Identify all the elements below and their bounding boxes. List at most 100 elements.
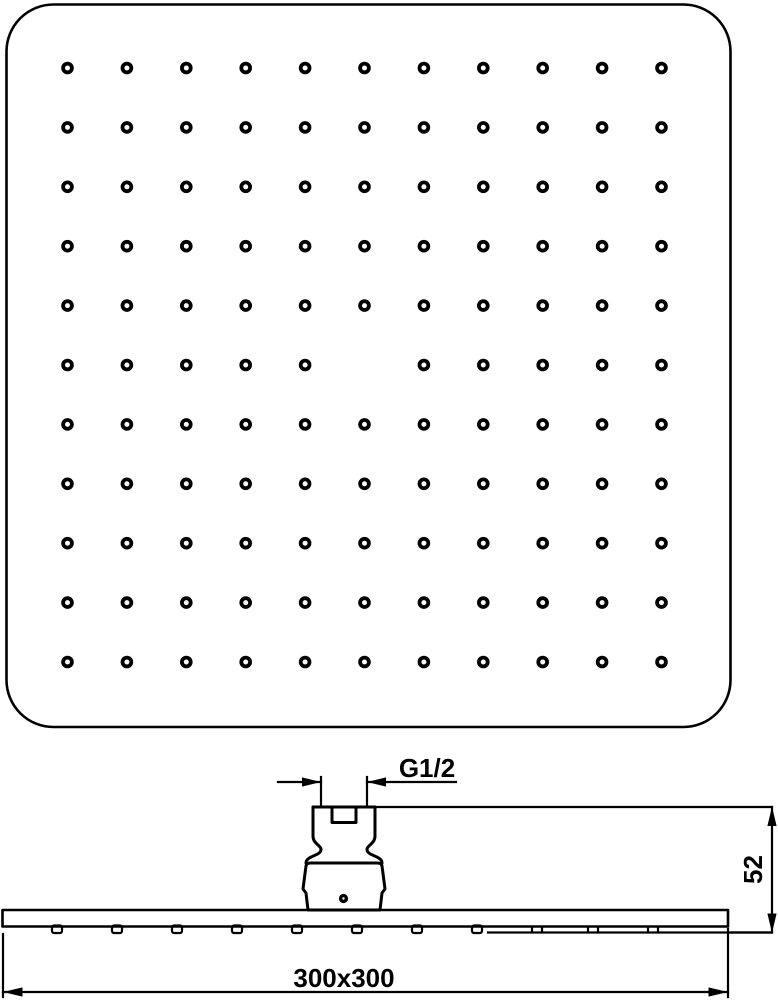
nozzle-hole-grid (61, 61, 668, 669)
nozzle-nub (290, 924, 304, 935)
nozzle-hole (536, 536, 549, 550)
nozzle-hole (61, 61, 74, 75)
nozzle-hole (536, 121, 549, 134)
arrowhead-right-icon (708, 987, 728, 997)
nozzle-hole (358, 418, 371, 431)
nozzle-hole (358, 596, 371, 609)
nozzle-hole (239, 655, 253, 669)
nozzle-hole (61, 418, 74, 431)
nozzle-hole (655, 121, 668, 134)
nozzle-hole (595, 596, 609, 609)
nozzle-hole (358, 655, 371, 669)
nozzle-hole (476, 299, 490, 312)
nozzle-hole (417, 239, 431, 253)
nozzle-hole (536, 477, 549, 491)
nozzle-hole (239, 239, 253, 253)
nozzle-hole (476, 596, 490, 609)
connector-right-side (365, 805, 384, 865)
nozzle-hole (298, 180, 312, 194)
nozzle-hole (476, 477, 490, 491)
arrowhead-up-icon (767, 806, 777, 826)
nozzle-hole (417, 61, 431, 75)
nozzle-nubs (50, 924, 660, 935)
thread-label: G1/2 (399, 753, 455, 783)
thread-dimension: G1/2 (276, 753, 458, 808)
arrowhead-down-icon (767, 913, 777, 933)
nozzle-hole (536, 180, 549, 194)
nozzle-hole (180, 655, 193, 669)
nozzle-hole (298, 418, 312, 431)
nozzle-hole (61, 536, 74, 550)
nozzle-hole (61, 180, 74, 194)
nozzle-hole (120, 655, 134, 669)
nozzle-nub (230, 924, 244, 935)
nozzle-hole (595, 358, 609, 372)
nozzle-hole (595, 477, 609, 491)
nozzle-hole (655, 418, 668, 431)
nozzle-hole (595, 299, 609, 312)
nozzle-hole (180, 61, 193, 75)
nozzle-hole (536, 61, 549, 75)
nozzle-hole (239, 536, 253, 550)
nozzle-hole (655, 655, 668, 669)
nozzle-hole (358, 61, 371, 75)
nozzle-hole (180, 477, 193, 491)
connector-left-side (304, 805, 323, 865)
head-plate (1, 908, 772, 935)
nozzle-hole (120, 418, 134, 431)
nozzle-hole (417, 358, 431, 372)
nozzle-hole (655, 536, 668, 550)
nozzle-hole (180, 239, 193, 253)
face-size-label: 300x300 (293, 963, 394, 993)
connector (301, 805, 387, 912)
height-label: 52 (738, 855, 768, 884)
nozzle-hole (298, 358, 312, 372)
nozzle-hole (417, 655, 431, 669)
nozzle-hole (180, 358, 193, 372)
connector-cone-body (301, 861, 387, 912)
nozzle-hole (655, 61, 668, 75)
nozzle-hole (595, 61, 609, 75)
nozzle-nub (110, 924, 124, 935)
nozzle-hole (595, 655, 609, 669)
nozzle-hole (536, 358, 549, 372)
nozzle-hole (476, 61, 490, 75)
nozzle-hole (655, 477, 668, 491)
arrowhead-right-icon (302, 777, 321, 787)
nozzle-hole (61, 655, 74, 669)
nozzle-nub (350, 924, 364, 935)
nozzle-hole (417, 596, 431, 609)
width-dimension: 300x300 (1, 927, 730, 999)
nozzle-hole (655, 358, 668, 372)
nozzle-hole (61, 477, 74, 491)
set-screw-center (342, 897, 345, 900)
nozzle-hole (298, 61, 312, 75)
nozzle-hole (298, 239, 312, 253)
nozzle-hole (417, 418, 431, 431)
nozzle-hole (358, 299, 371, 312)
nozzle-nub (470, 924, 484, 935)
nozzle-hole (655, 299, 668, 312)
nozzle-hole (180, 180, 193, 194)
nozzle-hole (476, 358, 490, 372)
arrowhead-left-icon (3, 987, 23, 997)
nozzle-hole (476, 418, 490, 431)
nozzle-hole (180, 299, 193, 312)
nozzle-hole (120, 239, 134, 253)
nozzle-hole (61, 121, 74, 134)
nozzle-hole (595, 536, 609, 550)
nozzle-hole (655, 596, 668, 609)
nozzle-hole (120, 477, 134, 491)
nozzle-hole (180, 536, 193, 550)
nozzle-nub (50, 924, 64, 935)
nipple-notch (330, 805, 358, 824)
nozzle-hole (417, 299, 431, 312)
nozzle-hole (180, 596, 193, 609)
nozzle-hole (120, 358, 134, 372)
arrowhead-left-icon (367, 777, 386, 787)
nozzle-hole (120, 299, 134, 312)
nozzle-hole (298, 299, 312, 312)
nozzle-hole (358, 121, 371, 134)
nozzle-hole (298, 477, 312, 491)
